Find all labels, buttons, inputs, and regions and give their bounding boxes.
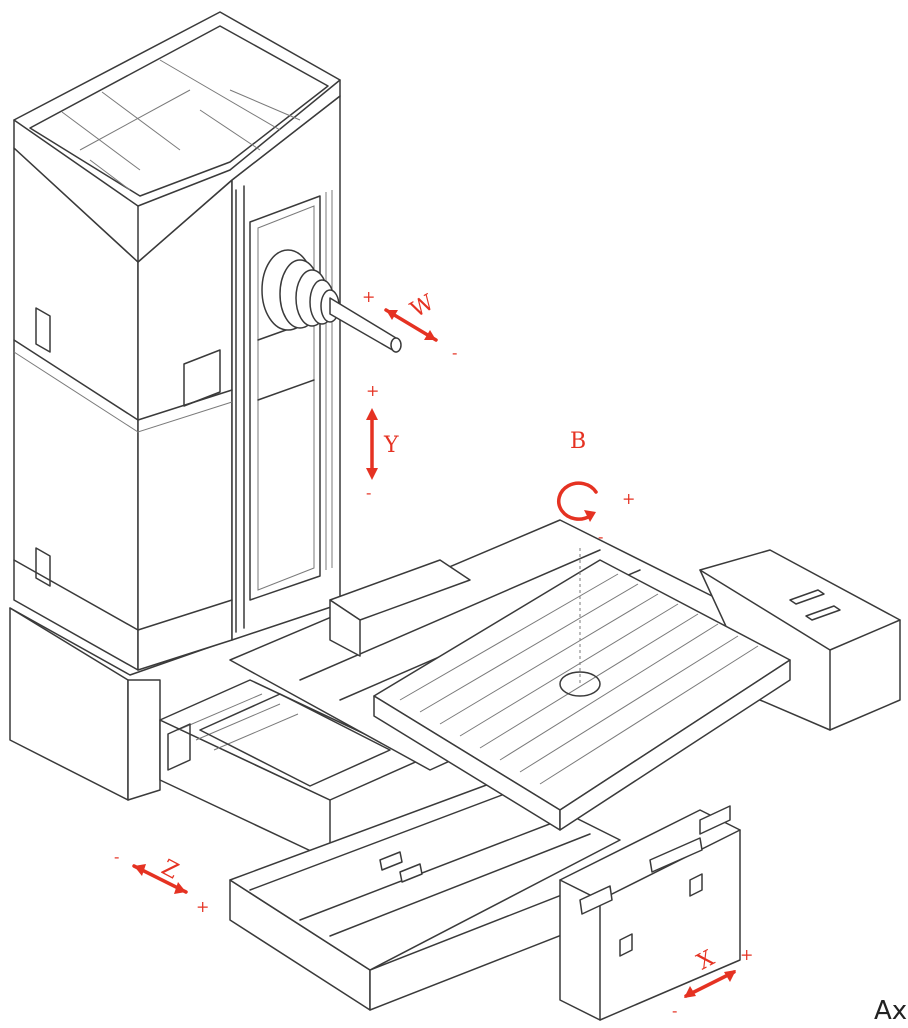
w-minus-sign: -	[452, 343, 457, 362]
w-axis-label: W	[407, 290, 439, 323]
z-plus-sign: +	[196, 897, 209, 916]
w-plus-sign: +	[362, 287, 375, 306]
x-minus-sign: -	[672, 1001, 677, 1020]
column	[9, 11, 341, 801]
rotary-table	[373, 548, 791, 831]
w-axis-indicator: W + -	[362, 287, 457, 362]
y-plus-sign: +	[366, 381, 379, 400]
caption-text: Ax	[874, 996, 908, 1026]
z-axis-indicator: Z - +	[114, 847, 209, 916]
y-axis-label: Y	[383, 433, 399, 458]
b-axis-label: B	[570, 429, 586, 454]
z-minus-sign: -	[114, 847, 119, 866]
y-axis-indicator: Y + -	[366, 381, 399, 502]
b-plus-sign: +	[622, 489, 635, 508]
b-minus-sign: -	[598, 527, 603, 546]
y-minus-sign: -	[366, 483, 371, 502]
x-plus-sign: +	[740, 945, 753, 964]
b-axis-indicator: B + -	[557, 429, 635, 546]
spindle-head	[261, 249, 402, 353]
